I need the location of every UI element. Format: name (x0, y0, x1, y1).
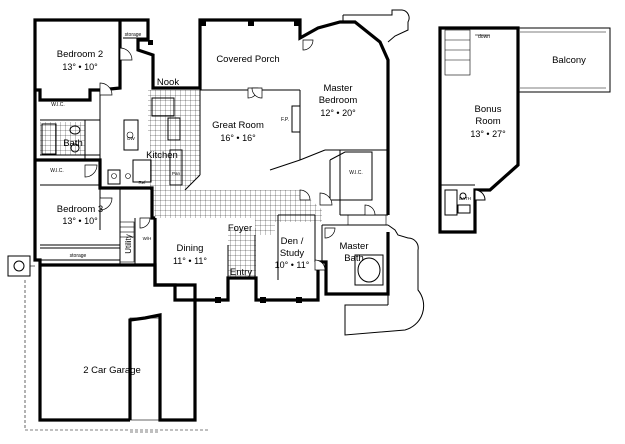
room-name-master-bedroom-line2: Bedroom (319, 95, 358, 106)
upper-stair (444, 29, 490, 76)
room-dims-bedroom2: 13° • 10° (62, 62, 98, 72)
room-name-master-bath-line1: Master (339, 241, 368, 252)
label-wic-master: W.I.C. (349, 170, 363, 176)
door-swings (84, 39, 376, 271)
label-storage-bottom: storage (70, 253, 87, 259)
balcony-outline (517, 27, 611, 93)
room-dims-bonus-room: 13° • 27° (470, 129, 506, 139)
label-upper-bath: BATH (459, 196, 471, 201)
room-name-great-room: Great Room (212, 120, 264, 131)
label-dw: DW (127, 136, 135, 141)
room-name-den-study-line1: Den / (281, 236, 304, 247)
room-name-foyer: Foyer (228, 223, 252, 234)
fireplace (291, 105, 301, 133)
room-name-entry: Entry (230, 267, 252, 278)
room-name-bonus-room-line2: Room (475, 116, 500, 127)
label-ref: Ref (138, 180, 146, 185)
room-name-kitchen: Kitchen (146, 150, 178, 161)
label-wh: W/H (143, 236, 152, 241)
room-name-garage: 2 Car Garage (83, 365, 141, 376)
room-name-dining: Dining (177, 243, 204, 254)
upper-floor-plan (438, 26, 611, 234)
room-labels: Bedroom 2 13° • 10° Covered Porch Nook M… (57, 49, 586, 376)
room-name-bath: Bath (63, 138, 83, 149)
label-pan: Pan (172, 171, 181, 176)
room-name-bedroom2: Bedroom 2 (57, 49, 103, 60)
upper-bath (440, 184, 486, 216)
garage-walls (38, 263, 197, 422)
porch-columns (148, 20, 302, 303)
room-dims-great-room: 16° • 16° (220, 133, 256, 143)
room-dims-master-bedroom: 12° • 20° (320, 108, 356, 118)
room-dims-den-study: 10° • 11° (275, 260, 310, 270)
room-name-den-study-line2: Study (280, 248, 305, 259)
room-name-bedroom3: Bedroom 3 (57, 204, 103, 215)
label-wic-bed2: W.I.C. (51, 102, 65, 108)
stair-main (119, 221, 135, 263)
terrace-outline (342, 9, 425, 336)
room-name-master-bedroom-line1: Master (323, 83, 352, 94)
label-fp: F.P. (281, 117, 289, 123)
room-name-nook: Nook (157, 77, 179, 88)
tile-floor (40, 90, 322, 278)
label-wic-bed3: W.I.C. (50, 168, 64, 174)
label-storage-top: storage (125, 32, 142, 38)
bath-fixtures (41, 123, 121, 185)
label-down: down (478, 34, 490, 40)
main-floor-plan (7, 9, 425, 433)
room-name-master-bath-line2: Bath (344, 253, 364, 264)
overhead-lines (24, 280, 210, 433)
room-name-balcony: Balcony (552, 55, 586, 66)
room-dims-dining: 11° • 11° (173, 256, 207, 266)
small-labels: storage storage W.I.C. W.I.C. W.I.C. F.P… (50, 32, 490, 259)
room-dims-bedroom3: 13° • 10° (62, 216, 98, 226)
room-name-utility: Utility (124, 234, 133, 254)
room-name-covered-porch: Covered Porch (216, 54, 279, 65)
side-pad (7, 255, 35, 277)
kitchen-fixtures (123, 97, 183, 186)
room-name-bonus-room-line1: Bonus (475, 104, 502, 115)
